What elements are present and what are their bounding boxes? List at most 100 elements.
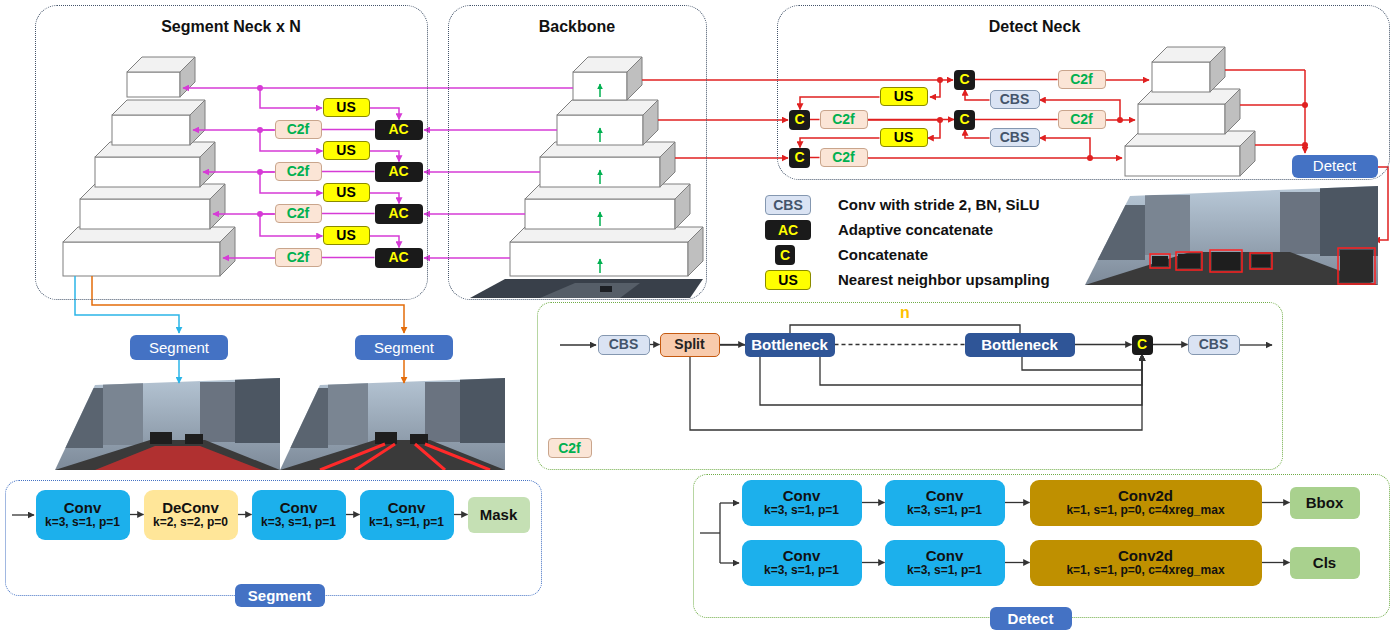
connector xyxy=(835,344,965,345)
bottleneck-box: Bottleneck xyxy=(745,333,835,357)
segment-arrows xyxy=(179,360,404,383)
concat-box: C xyxy=(789,148,810,168)
detail-wires-part xyxy=(560,344,596,345)
box-label: US xyxy=(336,99,355,115)
junction-dots-part xyxy=(257,85,263,91)
segment-image-part xyxy=(200,382,235,442)
backbone-flow-part xyxy=(599,212,601,226)
conv-box: Convk=3, s=1, p=1 xyxy=(252,490,346,540)
red-wires-part xyxy=(658,119,788,121)
segment-image-part xyxy=(95,446,262,470)
segment-image-part xyxy=(425,382,460,442)
segment-image-part xyxy=(235,378,280,443)
box-params: k=3, s=1, p=1 xyxy=(907,564,982,578)
connector xyxy=(862,502,885,503)
junction-dots-part xyxy=(1302,142,1308,148)
group-panel: Backbone xyxy=(448,5,707,300)
detail-panel: DetectConvk=3, s=1, p=1Convk=3, s=1, p=1… xyxy=(693,474,1390,618)
box-label: US xyxy=(336,142,355,158)
legend-swatch: US xyxy=(765,270,811,290)
detect-pyramid xyxy=(1125,47,1255,176)
c2f-box: C2f xyxy=(1058,70,1106,89)
box-label: CBS xyxy=(1000,129,1030,145)
magenta-wires-part xyxy=(424,257,510,259)
legend-swatch: CBS xyxy=(765,195,811,215)
backbone-pyramid-part xyxy=(557,115,643,145)
panel-badge: C2f xyxy=(548,438,592,458)
box-label: Conv xyxy=(926,547,964,564)
backbone-pyramid-part xyxy=(540,157,660,187)
magenta-wires-part xyxy=(424,171,540,173)
group-panel: Detect NeckCC2fUSCBSCC2fUSCCBSC2fCC2fDet… xyxy=(777,5,1390,180)
connector xyxy=(370,108,400,120)
segment-pyramid-part xyxy=(127,72,180,97)
backbone-pyramid xyxy=(510,57,703,276)
connector xyxy=(810,119,820,121)
upsample-box: US xyxy=(880,87,928,106)
box-params: k=1, s=1, p=0, c=4xreg_max xyxy=(1066,504,1224,518)
box-label: Bottleneck xyxy=(981,336,1058,353)
segment-pyramid-part xyxy=(200,142,215,187)
backbone-image-part xyxy=(600,286,612,292)
c2f-box: C2f xyxy=(820,148,868,167)
detect-image-part xyxy=(1085,186,1378,285)
red-wires-part xyxy=(1225,69,1305,71)
box-label: C xyxy=(959,111,969,127)
box-label: C2f xyxy=(1070,111,1093,127)
detail-wires-part xyxy=(719,503,720,563)
box-label: Cls xyxy=(1313,554,1336,571)
box-label: C2f xyxy=(287,205,310,221)
connector xyxy=(322,171,375,173)
box-label: Conv xyxy=(388,499,426,516)
box-label: US xyxy=(894,88,913,104)
panel-title: Detect Neck xyxy=(989,18,1081,36)
box-label: Conv xyxy=(783,547,821,564)
adaptive-concat-box: AC xyxy=(375,204,423,224)
segment-image-part xyxy=(375,432,397,444)
detail-wires-part xyxy=(700,532,720,533)
head-box: Segment xyxy=(130,335,228,360)
detect-pyramid-part xyxy=(1225,89,1240,134)
detect-image-part xyxy=(1095,205,1145,260)
box-label: C2f xyxy=(287,121,310,137)
concat-box: C xyxy=(954,70,975,90)
segment-image xyxy=(280,370,505,470)
connector xyxy=(346,514,360,515)
conv-box: Convk=3, s=1, p=1 xyxy=(885,480,1005,526)
box-label: C xyxy=(794,149,804,165)
concat-box: C xyxy=(789,110,810,130)
group-panel: Segment Neck x NUSC2fACUSC2fACUSC2fACUSC… xyxy=(35,5,428,300)
connector xyxy=(810,157,820,159)
segment-image-part xyxy=(55,370,280,470)
segment-pyramid-part xyxy=(210,184,225,229)
cbs-box: CBS xyxy=(990,128,1040,147)
magenta-wires-part xyxy=(260,88,322,108)
box-label: CBS xyxy=(1199,336,1229,352)
connector xyxy=(862,562,885,563)
box-label: C2f xyxy=(832,149,855,165)
backbone-pyramid-part xyxy=(510,242,688,276)
legend-key: C xyxy=(780,247,790,263)
detail-wires-part xyxy=(720,502,739,503)
red-wires-part xyxy=(675,157,788,159)
detail-wires-part xyxy=(790,325,1020,333)
connector xyxy=(454,514,468,515)
segment-image-part xyxy=(103,380,143,445)
upsample-box: US xyxy=(323,226,370,245)
conv-box: Convk=3, s=1, p=1 xyxy=(742,480,862,526)
connector xyxy=(800,97,880,110)
detect-image-part xyxy=(1152,256,1168,266)
box-label: Conv xyxy=(926,487,964,504)
detect-image-part-part xyxy=(1176,252,1202,270)
conv2d-box: Conv2dk=1, s=1, p=0, c=4xreg_max xyxy=(1030,480,1262,526)
box-params: k=3, s=1, p=1 xyxy=(764,564,839,578)
box-label: Detect xyxy=(1313,157,1356,174)
segment-image-part xyxy=(280,440,505,470)
magenta-wires xyxy=(183,88,573,258)
detect-image xyxy=(1085,186,1378,285)
segment-pyramid-part xyxy=(220,227,235,276)
box-label: Conv xyxy=(280,499,318,516)
upsample-box: US xyxy=(323,141,370,160)
backbone-pyramid-part xyxy=(688,227,703,276)
